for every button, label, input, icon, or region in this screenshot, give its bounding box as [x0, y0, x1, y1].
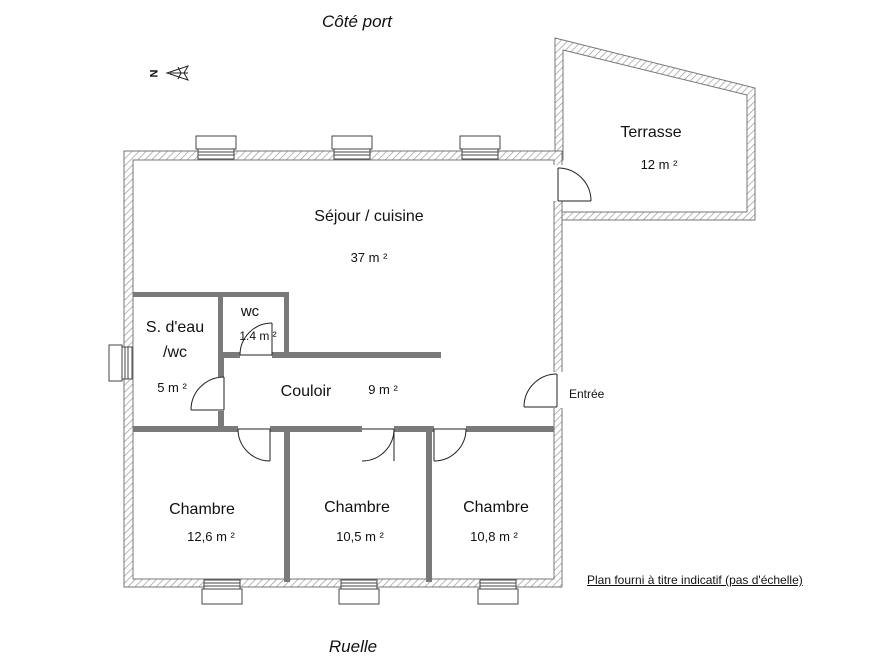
north-arrow-icon — [165, 65, 190, 81]
sdeau-area: 5 m ² — [157, 380, 187, 395]
chambre2-name: Chambre — [324, 499, 390, 516]
chambre3-area: 10,8 m ² — [470, 529, 518, 544]
door-chambre-2 — [361, 428, 395, 462]
door-sdeau — [190, 376, 225, 411]
window-top-2 — [331, 135, 373, 160]
window-bottom-3 — [477, 579, 519, 605]
doors — [190, 167, 592, 462]
top-side-label: Côté port — [322, 12, 392, 31]
sejour-name: Séjour / cuisine — [314, 208, 424, 225]
chambre1-area: 12,6 m ² — [187, 529, 235, 544]
exterior-walls — [123, 150, 563, 588]
chambre3-name: Chambre — [463, 499, 529, 516]
disclaimer-note: Plan fourni à titre indicatif (pas d'éch… — [587, 573, 803, 587]
entrance-label: Entrée — [569, 387, 605, 401]
windows — [108, 135, 519, 605]
door-chambre-1 — [237, 428, 271, 462]
window-top-1 — [195, 135, 237, 160]
door-terrace — [557, 167, 592, 202]
door-wc — [239, 322, 273, 356]
couloir-area: 9 m ² — [368, 382, 398, 397]
chambre1-name: Chambre — [169, 501, 235, 518]
window-bottom-2 — [338, 579, 380, 605]
north-label: N — [148, 69, 161, 78]
window-bottom-1 — [201, 579, 243, 605]
bottom-side-label: Ruelle — [328, 637, 378, 656]
door-entrance — [523, 373, 558, 408]
window-left — [108, 344, 133, 382]
wc-name: wc — [240, 303, 260, 320]
terrace-area: 12 m ² — [640, 157, 678, 172]
sdeau-name-line1: S. d'eau — [145, 319, 205, 336]
terrace-name: Terrasse — [620, 124, 682, 141]
chambre2-area: 10,5 m ² — [336, 529, 384, 544]
door-chambre-3 — [433, 428, 467, 462]
wc-area: 1.4 m ² — [239, 329, 277, 343]
couloir-name: Couloir — [280, 383, 332, 400]
window-top-3 — [459, 135, 501, 160]
sejour-area: 37 m ² — [350, 250, 388, 265]
sdeau-name-line2: /wc — [163, 344, 187, 361]
